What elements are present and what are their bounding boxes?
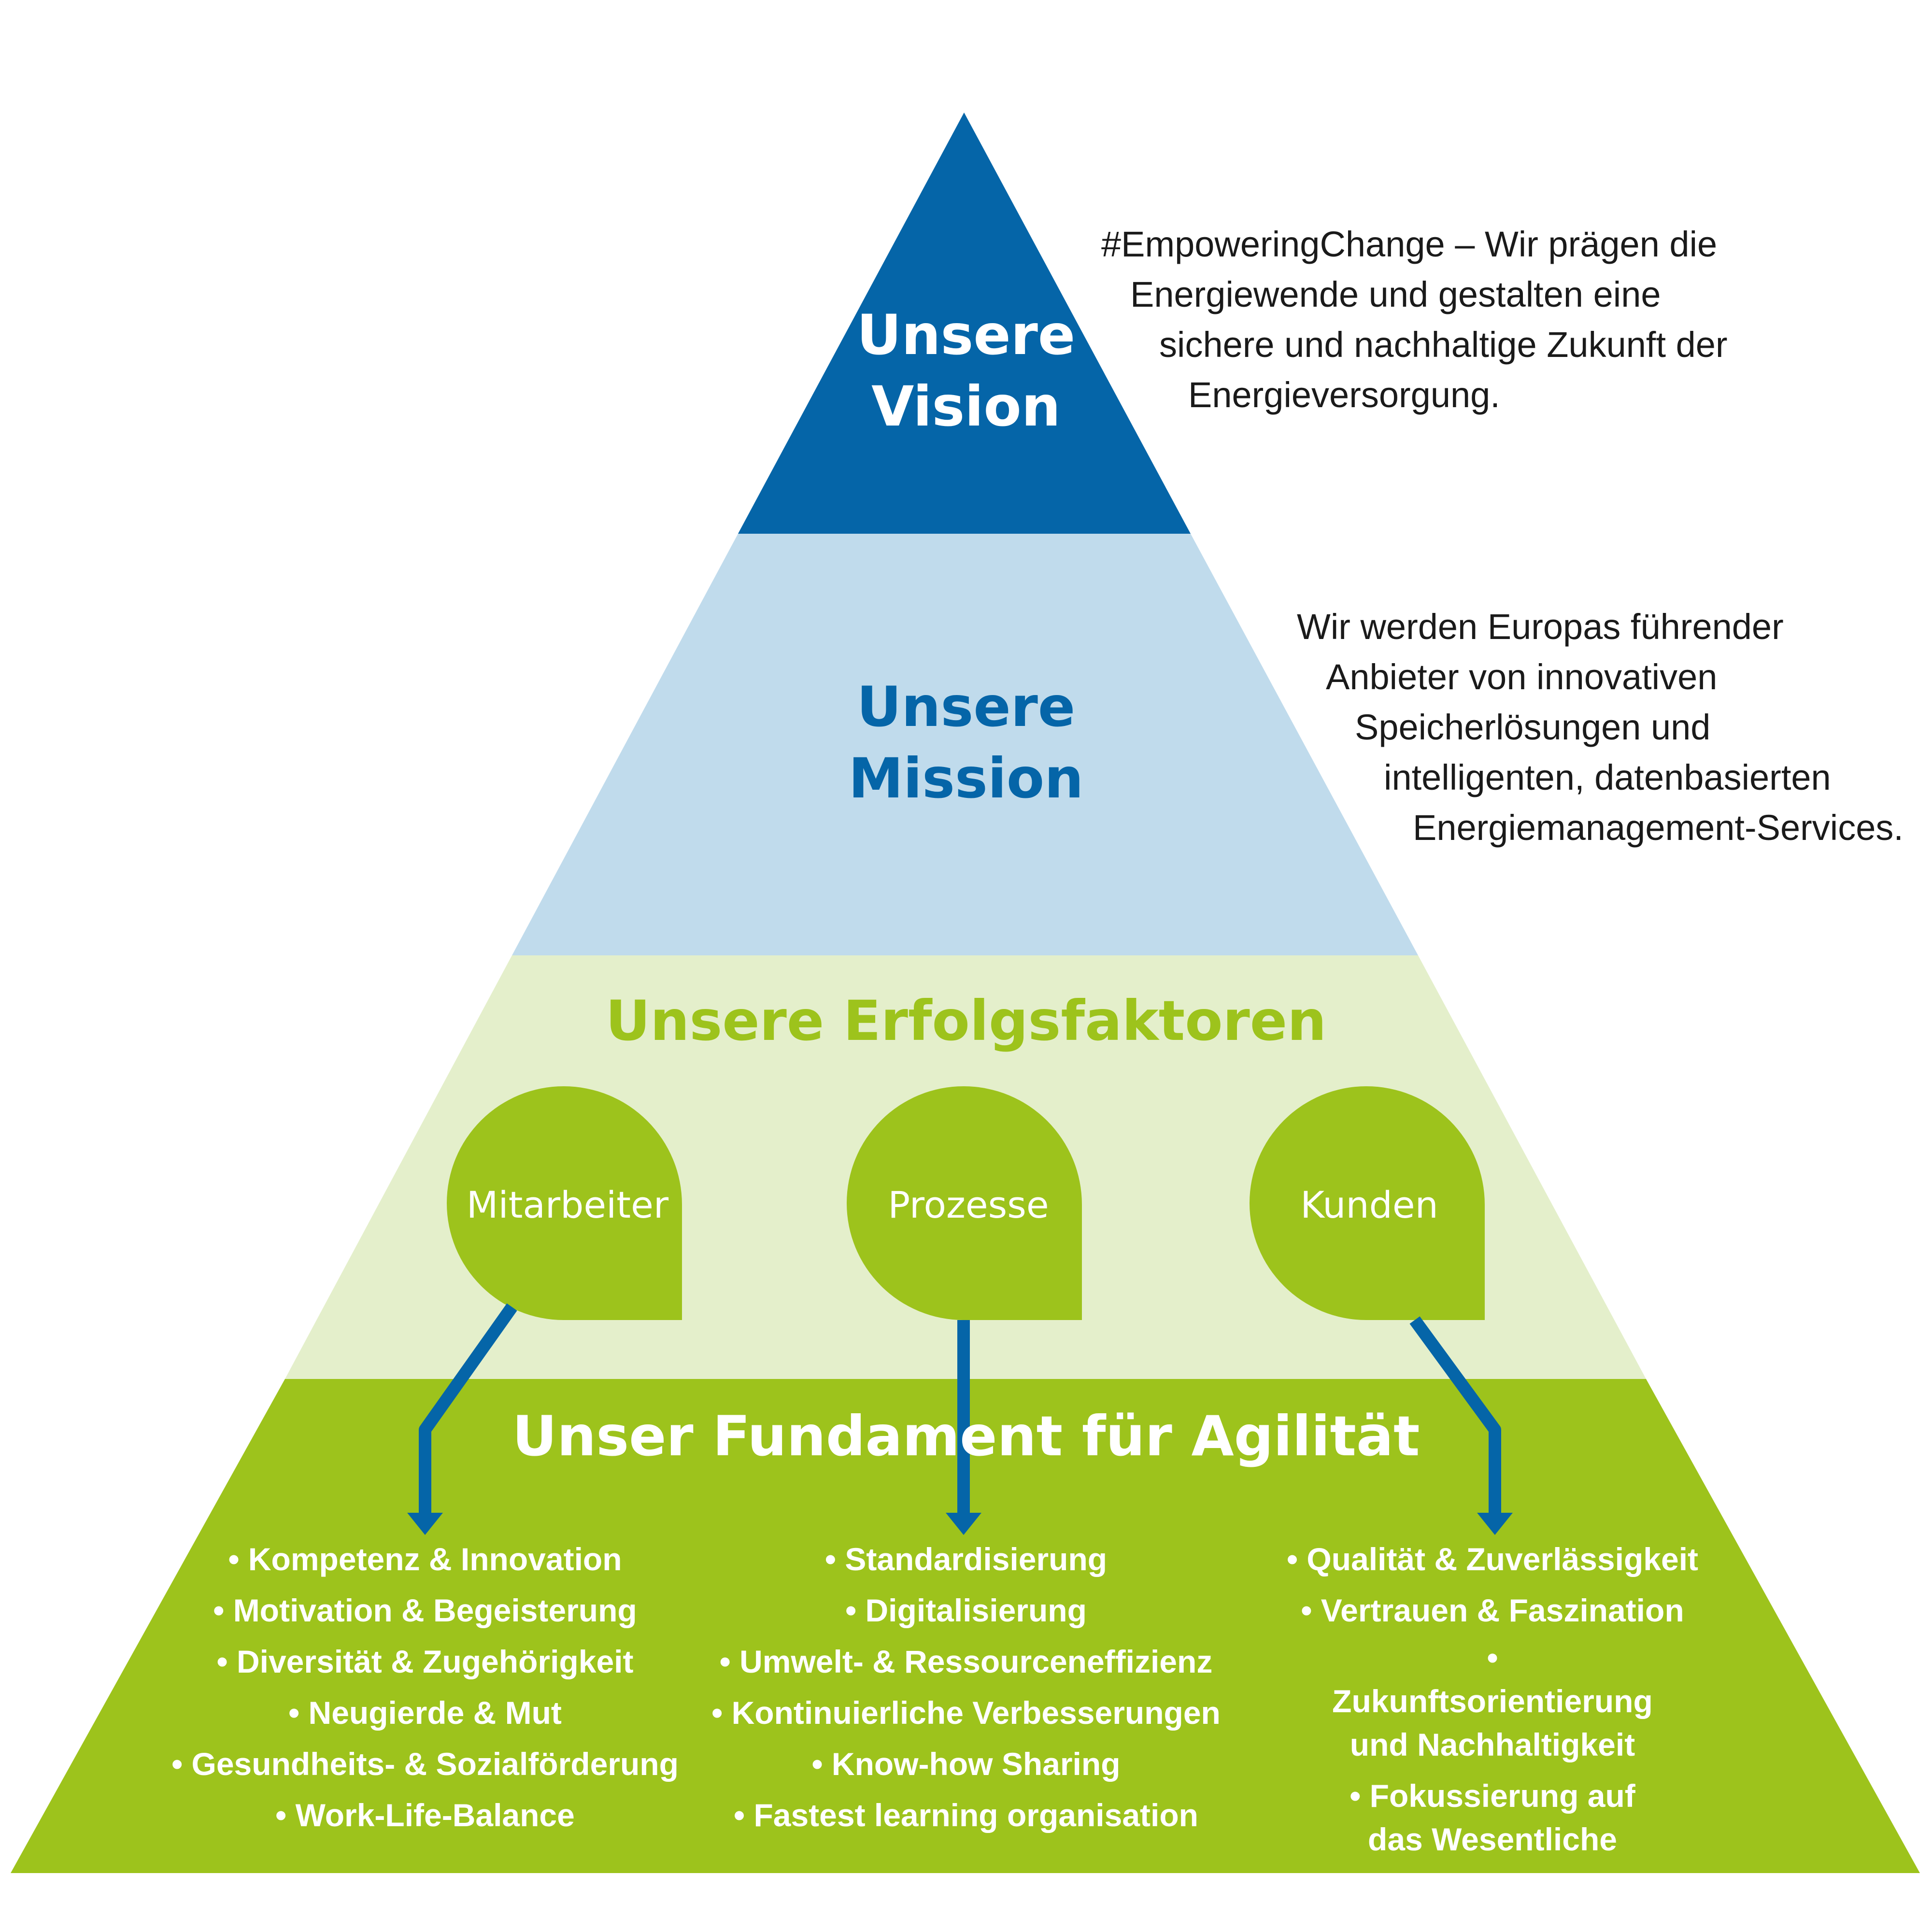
- factor-label-mitarbeiter: Mitarbeiter: [466, 1183, 669, 1226]
- arrow-head-kunden: [1477, 1513, 1513, 1535]
- arrow-head-mitarbeiter: [407, 1513, 443, 1535]
- arrow-head-prozesse: [946, 1513, 981, 1535]
- fundament-item: • Vertrauen & Faszination: [1301, 1592, 1684, 1628]
- vision-statement: #EmpoweringChange – Wir prägen die Energ…: [1101, 219, 1728, 420]
- vision-statement-line: Energieversorgung.: [1188, 375, 1500, 415]
- factor-bubble-prozesse: [847, 1086, 1082, 1320]
- mission-statement-line: Energiemanagement-Services.: [1413, 808, 1904, 848]
- connector-arrows: [407, 1303, 1513, 1535]
- fundament-item: • Fastest learning organisation: [734, 1797, 1198, 1833]
- pyramid-tier-vision: [738, 113, 1191, 534]
- fundament-item: • Diversität & Zugehörigkeit: [216, 1644, 634, 1679]
- fundament-item: • Qualität & Zuverlässigkeit: [1286, 1541, 1699, 1577]
- factor-label-prozesse: Prozesse: [888, 1183, 1049, 1226]
- fundament-item: • Work-Life-Balance: [275, 1797, 575, 1833]
- fundament-item: • Fokussierung auf das Wesentliche: [1350, 1778, 1635, 1857]
- vision-statement-line: Energiewende und gestalten eine: [1130, 274, 1661, 314]
- arrow-mitarbeiter: [419, 1303, 517, 1514]
- vision-statement-line: sichere und nachhaltige Zukunft der: [1159, 325, 1728, 365]
- fundament-item: • Zukunftsorientierung und Nachhaltigkei…: [1332, 1640, 1653, 1762]
- fundament-item: • Kontinuierliche Verbesserungen: [711, 1695, 1221, 1731]
- erfolgsfaktoren-title: Unsere Erfolgsfaktoren: [605, 989, 1327, 1053]
- fundament-column-mitarbeiter: • Kompetenz & Innovation • Motivation & …: [159, 1534, 691, 1841]
- fundament-item: • Neugierde & Mut: [288, 1695, 562, 1731]
- vision-title: Unsere Vision: [856, 303, 1076, 439]
- mission-statement-line: Anbieter von innovativen: [1326, 657, 1718, 697]
- factor-bubble-kunden: [1250, 1086, 1485, 1320]
- mission-statement: Wir werden Europas führender Anbieter vo…: [1297, 602, 1904, 853]
- fundament-item: • Know-how Sharing: [811, 1746, 1121, 1782]
- arrow-kunden: [1409, 1316, 1501, 1514]
- fundament-item: • Umwelt- & Ressourceneffizienz: [719, 1644, 1213, 1679]
- mission-statement-line: Wir werden Europas führender: [1297, 607, 1784, 647]
- factor-label-kunden: Kunden: [1300, 1183, 1438, 1226]
- fundament-item: • Motivation & Begeisterung: [213, 1592, 637, 1628]
- factor-bubble-mitarbeiter: [447, 1086, 682, 1320]
- mission-title: Unsere Mission: [848, 675, 1084, 811]
- fundament-item: • Standardisierung: [824, 1541, 1108, 1577]
- pyramid-tier-fundament: [11, 1379, 1920, 1873]
- mission-statement-line: Speicherlösungen und: [1355, 707, 1711, 747]
- fundament-item: • Kompetenz & Innovation: [228, 1541, 622, 1577]
- pyramid-tier-mission: [512, 534, 1418, 955]
- fundament-title: Unser Fundament für Agilität: [512, 1404, 1420, 1468]
- fundament-column-prozesse: • Standardisierung • Digitalisierung • U…: [676, 1534, 1256, 1841]
- fundament-item: • Gesundheits- & Sozialförderung: [171, 1746, 679, 1782]
- mission-statement-line: intelligenten, datenbasierten: [1384, 757, 1831, 797]
- vision-statement-line: #EmpoweringChange – Wir prägen die: [1101, 224, 1718, 264]
- fundament-column-kunden: • Qualität & Zuverlässigkeit • Vertrauen…: [1275, 1534, 1710, 1869]
- fundament-item: • Digitalisierung: [845, 1592, 1087, 1628]
